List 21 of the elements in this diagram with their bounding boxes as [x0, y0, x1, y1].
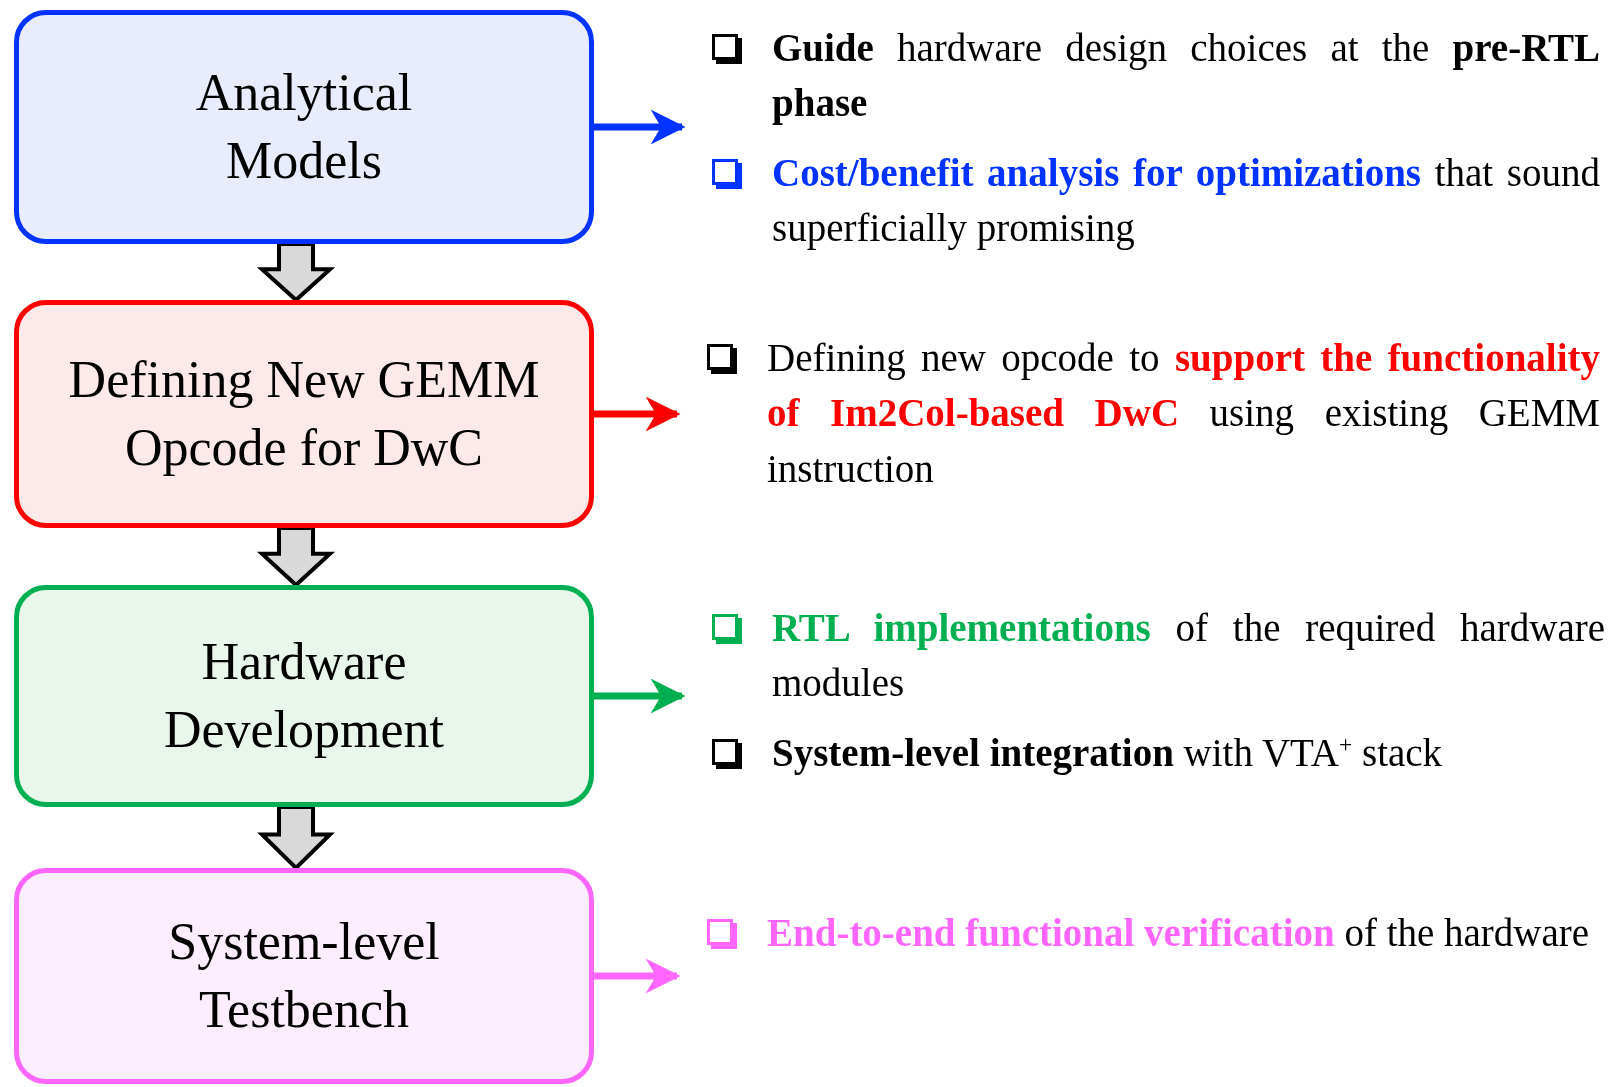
bullet-text: End-to-end functional verification of the hardware [767, 910, 1591, 956]
arrow [594, 109, 686, 145]
process-box [14, 10, 594, 244]
process-box [14, 585, 594, 807]
box-label: Defining New GEMM Opcode for DwC [67, 350, 541, 478]
block-arrow [257, 805, 335, 871]
bullet-text: RTL implementations of the required hardware modules [772, 605, 1605, 707]
process-box [14, 868, 594, 1084]
bullet-text: Defining new opcode to support the functionality of Im2Col-based DwC using existing GEMM instruction [767, 335, 1600, 492]
arrow [594, 958, 681, 994]
box-label: System-level Testbench [167, 912, 441, 1040]
bullet-text: Cost/benefit analysis for optimizations that sound superficially promising [772, 149, 1600, 252]
bullet-text: Guide hardware design choices at the pre-RTL phase [772, 25, 1600, 127]
box-label: Analytical Models [194, 63, 414, 191]
block-arrow [256, 242, 336, 303]
arrow [594, 678, 686, 714]
block-arrow [256, 526, 336, 588]
process-box [14, 300, 594, 528]
bullet-text: System-level integration with VTA$^{+}$ stack [772, 729, 1444, 777]
box-label: Hardware Development [162, 632, 446, 760]
arrow [594, 396, 681, 432]
